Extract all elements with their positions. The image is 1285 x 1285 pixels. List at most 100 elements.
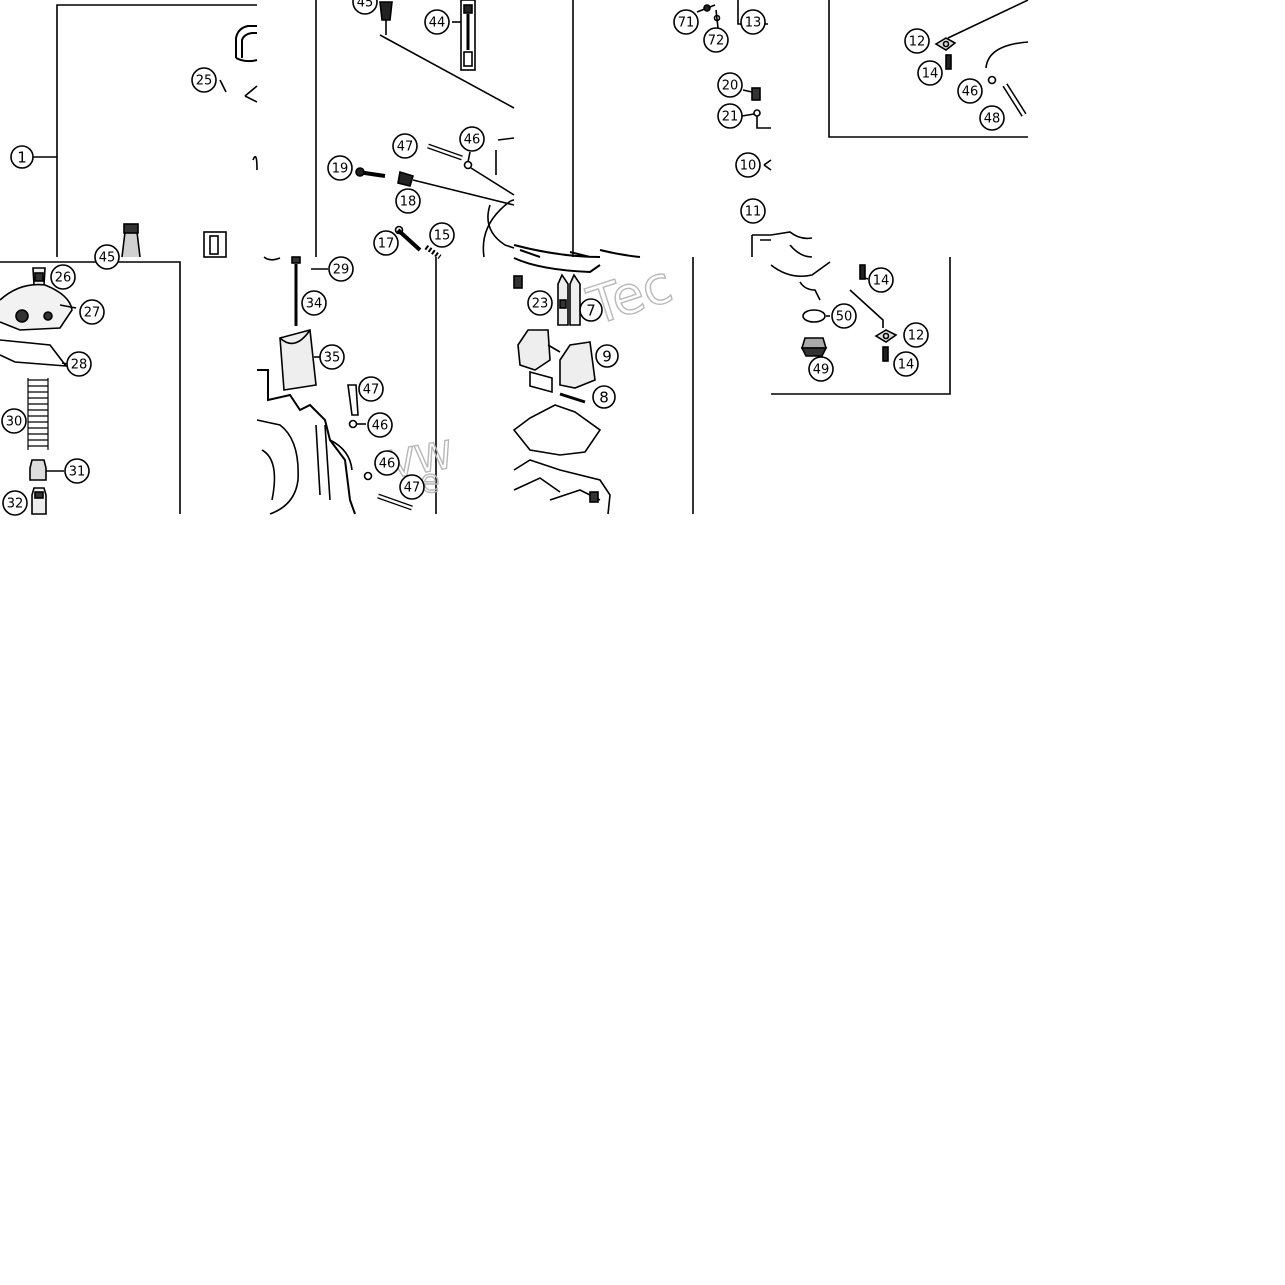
- callout-p23: 23: [527, 290, 553, 316]
- callout-number: 26: [55, 271, 72, 286]
- callout-number: 46: [464, 133, 481, 148]
- callout-circle: [740, 198, 766, 224]
- callout-circle: [904, 28, 930, 54]
- tile-lower-far-right: [770, 257, 951, 395]
- callout-circle: [66, 351, 92, 377]
- callout-number: 10: [740, 159, 757, 174]
- callout-p25: 25: [191, 67, 217, 93]
- callout-p47a: 47: [392, 133, 418, 159]
- callout-p47b: 47: [358, 376, 384, 402]
- callout-p17: 17: [373, 230, 399, 256]
- tile-top-left: [33, 4, 258, 258]
- callout-number: 23: [532, 297, 549, 312]
- callout-circle: [917, 60, 943, 86]
- callout-p45b: 45: [94, 244, 120, 270]
- callout-circle: [10, 145, 34, 169]
- callout-p7: 7: [579, 298, 603, 322]
- callout-number: 13: [745, 16, 762, 31]
- callout-p8: 8: [592, 385, 616, 409]
- callout-number: 71: [678, 16, 695, 31]
- callout-number: 8: [599, 389, 609, 407]
- callout-number: 35: [324, 351, 341, 366]
- tile-top-right: [513, 0, 772, 258]
- callout-number: 29: [333, 263, 350, 278]
- callout-circle: [94, 244, 120, 270]
- callout-number: 7: [586, 302, 596, 320]
- callout-circle: [319, 344, 345, 370]
- callout-number: 31: [69, 465, 86, 480]
- callout-circle: [717, 103, 743, 129]
- callout-p46b: 46: [957, 78, 983, 104]
- callout-number: 17: [378, 237, 395, 252]
- callout-p1: 1: [10, 145, 34, 169]
- callout-p44: 44: [424, 9, 450, 35]
- tile-lower-left: [0, 261, 181, 515]
- callout-number: 30: [6, 415, 23, 430]
- callout-p47c: 47: [399, 474, 425, 500]
- callout-circle: [399, 474, 425, 500]
- callout-circle: [740, 9, 766, 35]
- callout-p46c: 46: [367, 412, 393, 438]
- callout-number: 49: [813, 363, 830, 378]
- callout-circle: [2, 490, 28, 516]
- callout-number: 72: [708, 34, 725, 49]
- callout-circle: [579, 298, 603, 322]
- callout-p18: 18: [395, 188, 421, 214]
- callout-number: 47: [404, 481, 421, 496]
- callout-number: 12: [909, 35, 926, 50]
- callout-p14c: 14: [893, 351, 919, 377]
- callout-number: 32: [7, 497, 24, 512]
- callout-number: 14: [898, 358, 915, 373]
- callout-number: 47: [397, 140, 414, 155]
- callout-number: 21: [722, 110, 739, 125]
- callout-p9: 9: [595, 344, 619, 368]
- callout-p14b: 14: [868, 267, 894, 293]
- callout-circle: [373, 230, 399, 256]
- callout-circle: [831, 303, 857, 329]
- callout-number: 46: [379, 457, 396, 472]
- callout-p21: 21: [717, 103, 743, 129]
- callout-number: 45: [99, 251, 116, 266]
- callout-number: 47: [363, 383, 380, 398]
- callout-circle: [374, 450, 400, 476]
- callout-circle: [64, 458, 90, 484]
- callout-circle: [352, 0, 378, 15]
- callout-p28: 28: [66, 351, 92, 377]
- callout-p34: 34: [301, 290, 327, 316]
- callout-p26: 26: [50, 264, 76, 290]
- callout-circle: [429, 222, 455, 248]
- callout-p14a: 14: [917, 60, 943, 86]
- callout-number: 25: [196, 74, 213, 89]
- callout-number: 44: [429, 16, 446, 31]
- callout-p29: 29: [328, 256, 354, 282]
- callout-number: 50: [836, 310, 853, 325]
- callout-circle: [703, 27, 729, 53]
- callout-circle: [358, 376, 384, 402]
- callout-p10: 10: [735, 152, 761, 178]
- callout-p46a: 46: [459, 126, 485, 152]
- callout-circle: [50, 264, 76, 290]
- callout-p11: 11: [740, 198, 766, 224]
- callout-p15: 15: [429, 222, 455, 248]
- callout-number: 45: [357, 0, 374, 11]
- callout-p72: 72: [703, 27, 729, 53]
- callout-circle: [893, 351, 919, 377]
- callout-p20: 20: [717, 72, 743, 98]
- callout-number: 27: [84, 306, 101, 321]
- callout-p12a: 12: [904, 28, 930, 54]
- callout-circle: [424, 9, 450, 35]
- callout-number: 48: [984, 112, 1001, 127]
- callout-circle: [808, 356, 834, 382]
- callout-p49: 49: [808, 356, 834, 382]
- callout-circle: [459, 126, 485, 152]
- callout-p19: 19: [327, 155, 353, 181]
- callout-circle: [527, 290, 553, 316]
- callout-circle: [328, 256, 354, 282]
- callout-number: 34: [306, 297, 323, 312]
- callout-p32: 32: [2, 490, 28, 516]
- callout-circle: [735, 152, 761, 178]
- callout-number: 1: [17, 149, 27, 167]
- callout-circle: [367, 412, 393, 438]
- callout-p48: 48: [979, 105, 1005, 131]
